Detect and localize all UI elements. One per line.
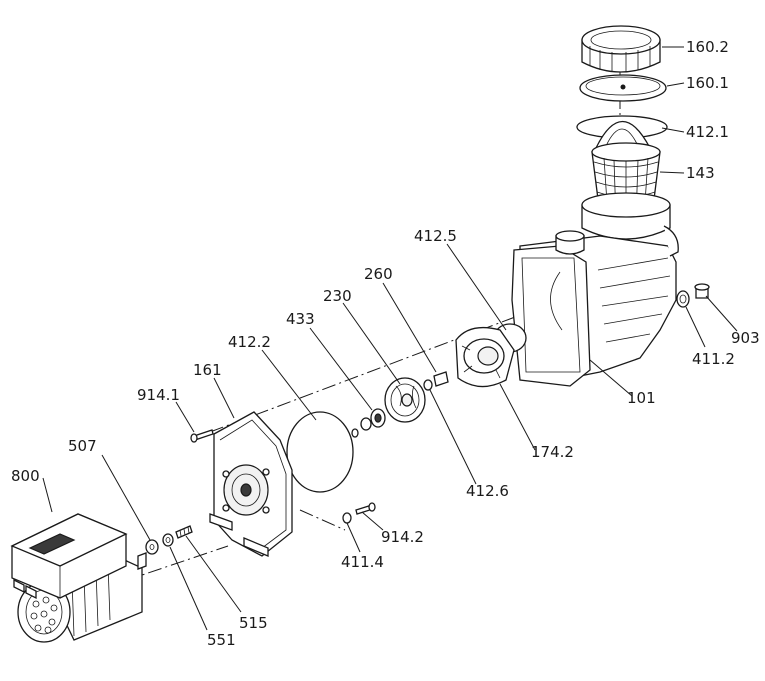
label-160-1: 160.1 (686, 74, 729, 92)
label-551: 551 (207, 631, 236, 649)
label-160-2: 160.2 (686, 38, 729, 56)
part-160-2-lid-ring (581, 25, 661, 73)
label-101: 101 (627, 389, 656, 407)
part-914-2-screw (355, 502, 376, 515)
part-507-slinger (145, 539, 159, 555)
label-411-4: 411.4 (341, 553, 384, 571)
part-174-2-diffuser (455, 326, 515, 388)
part-412-6-o-ring (423, 379, 433, 391)
part-800-motor (10, 513, 147, 643)
label-433: 433 (286, 310, 315, 328)
label-174-2: 174.2 (531, 443, 574, 461)
part-260-impeller-screw (433, 371, 449, 387)
label-143: 143 (686, 164, 715, 182)
leader-lines (42, 46, 738, 631)
part-551-washer (162, 533, 174, 547)
label-411-2: 411.2 (692, 350, 735, 368)
part-230-impeller (384, 377, 426, 423)
part-161-housing-cover (209, 411, 293, 557)
part-411-4-seal-ring (342, 512, 352, 524)
part-412-2-gasket (286, 411, 354, 493)
part-160-1-lid (579, 74, 667, 102)
part-412-1-basket-cover (576, 115, 668, 149)
label-412-6: 412.6 (466, 482, 509, 500)
label-412-5: 412.5 (414, 227, 457, 245)
part-515-spring (175, 525, 193, 539)
label-507: 507 (68, 437, 97, 455)
part-903-drain-plug (694, 283, 710, 299)
label-412-1: 412.1 (686, 123, 729, 141)
part-411-2-seal-ring (676, 290, 690, 308)
label-412-2: 412.2 (228, 333, 271, 351)
label-914-1: 914.1 (137, 386, 180, 404)
label-161: 161 (193, 361, 222, 379)
label-230: 230 (323, 287, 352, 305)
part-914-1-screw (190, 429, 214, 443)
part-101-pump-housing (511, 192, 679, 387)
label-800: 800 (11, 467, 40, 485)
label-260: 260 (364, 265, 393, 283)
label-515: 515 (239, 614, 268, 632)
part-433-mechanical-seal (351, 408, 386, 438)
label-903: 903 (731, 329, 760, 347)
label-914-2: 914.2 (381, 528, 424, 546)
